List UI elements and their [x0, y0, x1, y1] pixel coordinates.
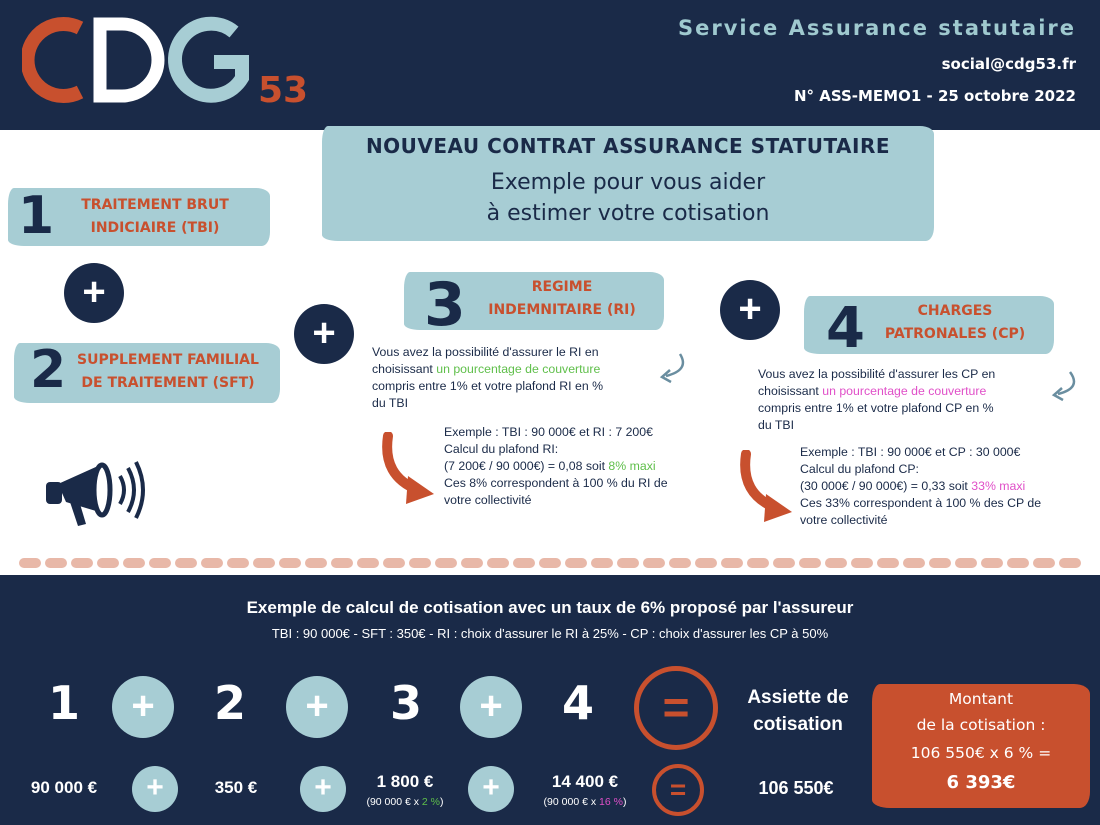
calculation-parameters: TBI : 90 000€ - SFT : 350€ - RI : choix … [271, 626, 829, 641]
assiette-value: 106 550€ [758, 778, 834, 798]
step2-brush [14, 343, 280, 403]
calculation-title: Exemple de calcul de cotisation avec un … [246, 598, 854, 617]
orange-arrow-icon [740, 450, 792, 522]
calc-number-4: 4 [562, 676, 595, 730]
plus-icon: + [294, 304, 354, 364]
calc-number-3: 3 [390, 676, 423, 730]
montant-sublabel: de la cotisation : [916, 716, 1046, 734]
dashed-divider [19, 558, 1081, 568]
montant-brush [872, 684, 1090, 808]
plus-icon: + [64, 263, 124, 323]
step4-number: 4 [826, 296, 865, 361]
step3-brush [404, 272, 664, 330]
value-tbi: 90 000 € [30, 778, 98, 797]
page-title: NOUVEAU CONTRAT ASSURANCE STATUTAIRE [365, 134, 891, 158]
cp-explanation: Vous avez la possibilité d'assurer les C… [758, 367, 996, 432]
step4-brush [804, 296, 1054, 354]
subtitle-line-2: à estimer votre cotisation [486, 201, 770, 226]
value-ri: 1 800 € [376, 772, 434, 791]
plus-icon: + [720, 280, 780, 340]
montant-label: Montant [948, 690, 1014, 708]
value-cp-detail: (90 000 € x 16 %) [543, 796, 627, 808]
curved-arrow-icon [659, 353, 685, 384]
plus-icon: + [286, 676, 348, 738]
step2-number: 2 [30, 340, 67, 400]
montant-result: 6 393€ [946, 772, 1016, 793]
montant-formula: 106 550€ x 6 % = [910, 744, 1052, 762]
step3-number: 3 [424, 270, 466, 340]
megaphone-icon [46, 461, 145, 526]
calc-number-2: 2 [214, 676, 247, 730]
subtitle-line-1: Exemple pour vous aider [490, 170, 766, 195]
plus-icon: + [132, 766, 178, 812]
cdg53-logo: 53 [22, 16, 308, 110]
value-cp: 14 400 € [551, 772, 619, 791]
step1-number: 1 [18, 186, 55, 246]
plus-icon: + [460, 676, 522, 738]
plus-icon: + [300, 766, 346, 812]
equals-icon: = [652, 764, 704, 816]
equals-icon: = [634, 666, 718, 750]
service-title: Service Assurance statutaire [678, 16, 1076, 40]
logo-number: 53 [258, 70, 308, 110]
ri-explanation: Vous avez la possibilité d'assurer le RI… [372, 345, 604, 410]
cp-example: Exemple : TBI : 90 000€ et CP : 30 000€ … [800, 445, 1042, 527]
curved-arrow-icon [1051, 371, 1076, 402]
step1-brush [8, 188, 270, 246]
title-brush [322, 126, 934, 241]
plus-icon: + [112, 676, 174, 738]
plus-icon: + [468, 766, 514, 812]
contact-email[interactable]: social@cdg53.fr [941, 55, 1076, 73]
value-sft: 350 € [214, 778, 258, 797]
ri-example: Exemple : TBI : 90 000€ et RI : 7 200€ C… [444, 425, 668, 507]
header-banner [0, 0, 1100, 130]
memo-reference: N° ASS-MEMO1 - 25 octobre 2022 [793, 87, 1076, 105]
value-ri-detail: (90 000 € x 2 %) [366, 796, 444, 808]
calc-number-1: 1 [48, 676, 81, 730]
orange-arrow-icon [382, 432, 434, 504]
